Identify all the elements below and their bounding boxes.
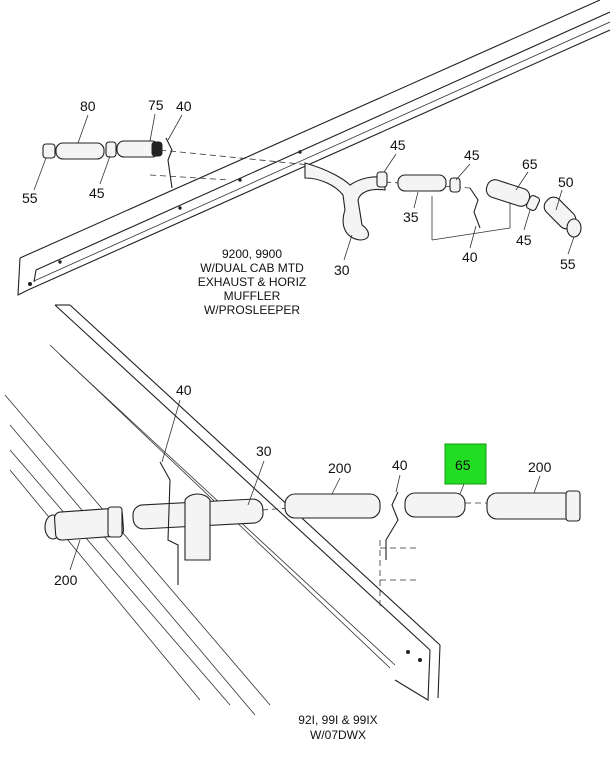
top-right-pipe-group <box>376 171 582 241</box>
callout-200-right: 200 <box>528 459 552 475</box>
clamp-45-left <box>105 141 117 158</box>
pipe-65-top <box>485 179 531 207</box>
callout-35: 35 <box>403 209 419 225</box>
callout-200-left: 200 <box>54 572 78 588</box>
bracket-40-top-left <box>165 137 173 189</box>
clamp-45-far-right <box>525 194 541 212</box>
callout-30-bottom: 30 <box>256 443 272 459</box>
pipe-35 <box>397 174 447 192</box>
callout-45-right: 45 <box>464 147 480 163</box>
pipe-80 <box>55 142 105 160</box>
callout-40-bottom-right: 40 <box>392 457 408 473</box>
callout-55-left: 55 <box>22 190 38 206</box>
callout-30-top: 30 <box>334 262 350 278</box>
y-pipe-30 <box>304 162 386 241</box>
svg-text:9200, 9900: 9200, 9900 <box>222 247 282 261</box>
top-frame-rail <box>17 0 610 296</box>
callout-45-mid: 45 <box>390 137 406 153</box>
pipe-200-right <box>486 492 578 520</box>
callout-55-right: 55 <box>560 256 576 272</box>
bracket-40-top-right <box>469 187 481 229</box>
bottom-callouts: 40 30 200 40 65 200 200 <box>54 382 552 588</box>
clamp-45-mid <box>376 171 388 188</box>
svg-text:W/07DWX: W/07DWX <box>310 728 366 742</box>
bottom-pipe-assembly <box>44 461 581 585</box>
callout-65-top: 65 <box>522 156 538 172</box>
clamp-45-right <box>449 177 461 193</box>
callout-40-bottom-left: 40 <box>176 382 192 398</box>
svg-text:MUFFLER: MUFFLER <box>224 289 281 303</box>
pipe-200-left <box>53 507 125 541</box>
top-callouts: 80 75 40 55 45 45 45 65 50 35 30 40 45 5… <box>22 97 576 278</box>
clamp-55-right <box>566 218 582 238</box>
bracket-40-bottom-right <box>385 491 399 560</box>
svg-text:W/PROSLEEPER: W/PROSLEEPER <box>204 303 300 317</box>
pipe-65-bottom <box>404 492 466 518</box>
svg-text:W/DUAL CAB MTD: W/DUAL CAB MTD <box>200 261 304 275</box>
callout-80: 80 <box>80 98 96 114</box>
callout-200-middle: 200 <box>328 460 352 476</box>
top-caption: 9200, 9900 W/DUAL CAB MTD EXHAUST & HORI… <box>198 247 306 317</box>
top-left-pipe-group <box>42 137 311 189</box>
clamp-55-left <box>42 143 56 159</box>
callout-40-top-right: 40 <box>462 249 478 265</box>
callout-50: 50 <box>558 174 574 190</box>
bracket-40-bottom-left <box>159 461 179 585</box>
callout-75: 75 <box>148 97 164 113</box>
bottom-caption: 92I, 99I & 99IX W/07DWX <box>298 713 377 742</box>
callout-40-top-left: 40 <box>176 98 192 114</box>
svg-text:EXHAUST & HORIZ: EXHAUST & HORIZ <box>198 275 306 289</box>
callout-45-left: 45 <box>89 185 105 201</box>
callout-65-bottom: 65 <box>455 457 471 473</box>
callout-45-far-right: 45 <box>516 232 532 248</box>
svg-text:92I, 99I & 99IX: 92I, 99I & 99IX <box>298 713 377 727</box>
pipe-200-middle <box>284 493 381 519</box>
highlight-part-65 <box>444 443 487 485</box>
